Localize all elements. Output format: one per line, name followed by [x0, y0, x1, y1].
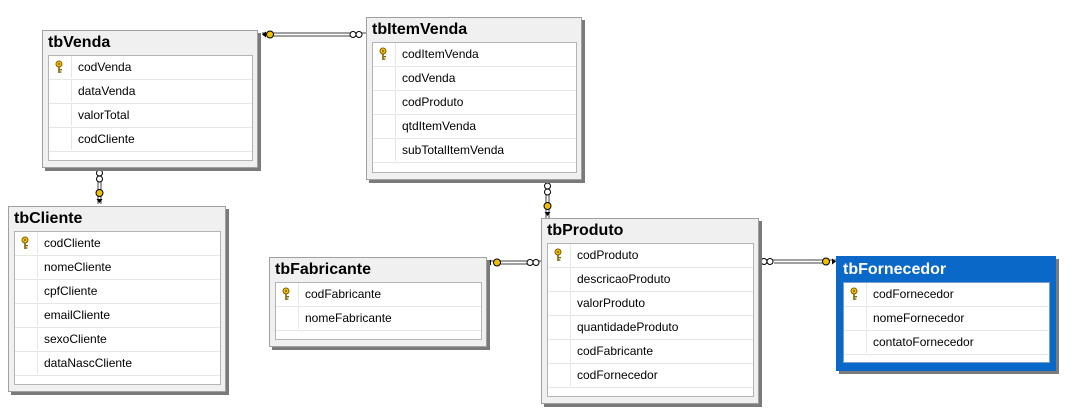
column-row[interactable]: codItemVenda: [373, 43, 576, 67]
table-tbItemVenda[interactable]: tbItemVenda codItemVenda codVenda codPro…: [366, 17, 582, 180]
column-name: descricaoProduto: [577, 272, 671, 286]
column-list: codItemVenda codVenda codProduto qtdItem…: [372, 42, 577, 173]
column-name: emailCliente: [44, 308, 111, 322]
primary-key-marker: [49, 56, 72, 78]
column-name: valorProduto: [577, 296, 646, 310]
one-end-key-icon: [262, 30, 274, 39]
key-icon: [850, 287, 858, 300]
column-row[interactable]: codVenda: [373, 67, 576, 91]
primary-key-marker: [15, 232, 38, 254]
column-list: codVenda dataVenda valorTotal codCliente: [48, 55, 253, 161]
relationship-itemvenda-produto[interactable]: [543, 180, 552, 218]
column-name: codVenda: [402, 71, 456, 85]
column-name: codVenda: [78, 60, 132, 74]
column-list: codCliente nomeCliente cpfCliente emailC…: [14, 231, 221, 385]
column-name: contatoFornecedor: [873, 335, 974, 349]
table-tbFabricante[interactable]: tbFabricante codFabricante nomeFabricant…: [269, 257, 487, 347]
one-end-key-icon: [95, 189, 104, 203]
table-tbCliente[interactable]: tbCliente codCliente nomeCliente cpfClie…: [8, 206, 226, 392]
one-end-key-icon: [822, 257, 836, 266]
column-row[interactable]: codProduto: [548, 244, 753, 268]
table-tbProduto[interactable]: tbProduto codProduto descricaoProduto va…: [541, 218, 759, 404]
many-end-infinity-icon: [760, 258, 774, 265]
table-title[interactable]: tbVenda: [48, 34, 111, 51]
column-name: dataNascCliente: [44, 356, 133, 370]
column-name: codCliente: [44, 236, 101, 250]
column-row[interactable]: quantidadeProduto: [548, 316, 753, 340]
primary-key-marker: [276, 283, 299, 305]
table-title[interactable]: tbFabricante: [275, 261, 372, 278]
column-row[interactable]: qtdItemVenda: [373, 115, 576, 139]
column-row[interactable]: codCliente: [49, 128, 252, 152]
relationship-venda-itemvenda[interactable]: [262, 30, 366, 39]
column-row[interactable]: valorProduto: [548, 292, 753, 316]
many-end-infinity-icon: [544, 182, 551, 196]
many-end-infinity-icon: [96, 169, 103, 183]
column-name: quantidadeProduto: [577, 320, 679, 334]
column-row[interactable]: cpfCliente: [15, 280, 220, 304]
column-row[interactable]: descricaoProduto: [548, 268, 753, 292]
column-name: cpfCliente: [44, 284, 98, 298]
column-name: subTotalItemVenda: [402, 143, 505, 157]
column-name: codFabricante: [577, 344, 654, 358]
column-row[interactable]: contatoFornecedor: [844, 331, 1049, 355]
primary-key-marker: [548, 244, 571, 266]
column-name: codFabricante: [305, 287, 382, 301]
relationship-fabricante-produto[interactable]: [487, 258, 542, 267]
column-name: nomeCliente: [44, 260, 112, 274]
one-end-key-icon: [487, 258, 501, 267]
table-title[interactable]: tbItemVenda: [372, 21, 468, 38]
column-name: codItemVenda: [402, 47, 479, 61]
column-list: codProduto descricaoProduto valorProduto…: [547, 243, 754, 397]
column-list: codFornecedor nomeFornecedor contatoForn…: [843, 282, 1050, 363]
relationship-venda-cliente[interactable]: [95, 168, 104, 204]
key-icon: [21, 236, 29, 249]
table-title[interactable]: tbProduto: [547, 222, 624, 239]
column-row[interactable]: valorTotal: [49, 104, 252, 128]
column-name: nomeFabricante: [305, 311, 392, 325]
column-row[interactable]: emailCliente: [15, 304, 220, 328]
column-name: codProduto: [577, 248, 639, 262]
column-name: codProduto: [402, 95, 464, 109]
column-name: codCliente: [78, 132, 135, 146]
key-icon: [55, 60, 63, 73]
relationship-produto-fornecedor[interactable]: [760, 257, 836, 266]
primary-key-marker: [373, 43, 396, 65]
column-name: nomeFornecedor: [873, 311, 965, 325]
column-row[interactable]: codFabricante: [548, 340, 753, 364]
column-row[interactable]: nomeCliente: [15, 256, 220, 280]
primary-key-marker: [844, 283, 867, 305]
column-row[interactable]: codProduto: [373, 91, 576, 115]
many-end-infinity-icon: [526, 259, 540, 266]
column-name: codFornecedor: [577, 368, 658, 382]
column-row[interactable]: nomeFornecedor: [844, 307, 1049, 331]
key-icon: [282, 287, 290, 300]
column-name: sexoCliente: [44, 332, 107, 346]
table-title[interactable]: tbCliente: [14, 210, 83, 227]
one-end-key-icon: [543, 202, 552, 216]
column-row[interactable]: dataVenda: [49, 80, 252, 104]
column-row[interactable]: codFabricante: [276, 283, 481, 307]
column-row[interactable]: codCliente: [15, 232, 220, 256]
table-tbFornecedor[interactable]: tbFornecedor codFornecedor nomeFornecedo…: [836, 256, 1056, 371]
column-name: valorTotal: [78, 108, 130, 122]
column-row[interactable]: sexoCliente: [15, 328, 220, 352]
column-name: codFornecedor: [873, 287, 954, 301]
column-list: codFabricante nomeFabricante: [275, 282, 482, 340]
table-title[interactable]: tbFornecedor: [843, 261, 947, 278]
column-name: qtdItemVenda: [402, 119, 477, 133]
column-name: dataVenda: [78, 84, 136, 98]
column-row[interactable]: dataNascCliente: [15, 352, 220, 376]
column-row[interactable]: nomeFabricante: [276, 307, 481, 331]
column-row[interactable]: codFornecedor: [548, 364, 753, 388]
key-icon: [379, 47, 387, 60]
key-icon: [554, 248, 562, 261]
column-row[interactable]: subTotalItemVenda: [373, 139, 576, 163]
column-row[interactable]: codFornecedor: [844, 283, 1049, 307]
table-tbVenda[interactable]: tbVenda codVenda dataVenda valorTotal co…: [42, 30, 258, 168]
many-end-infinity-icon: [349, 31, 363, 38]
column-row[interactable]: codVenda: [49, 56, 252, 80]
